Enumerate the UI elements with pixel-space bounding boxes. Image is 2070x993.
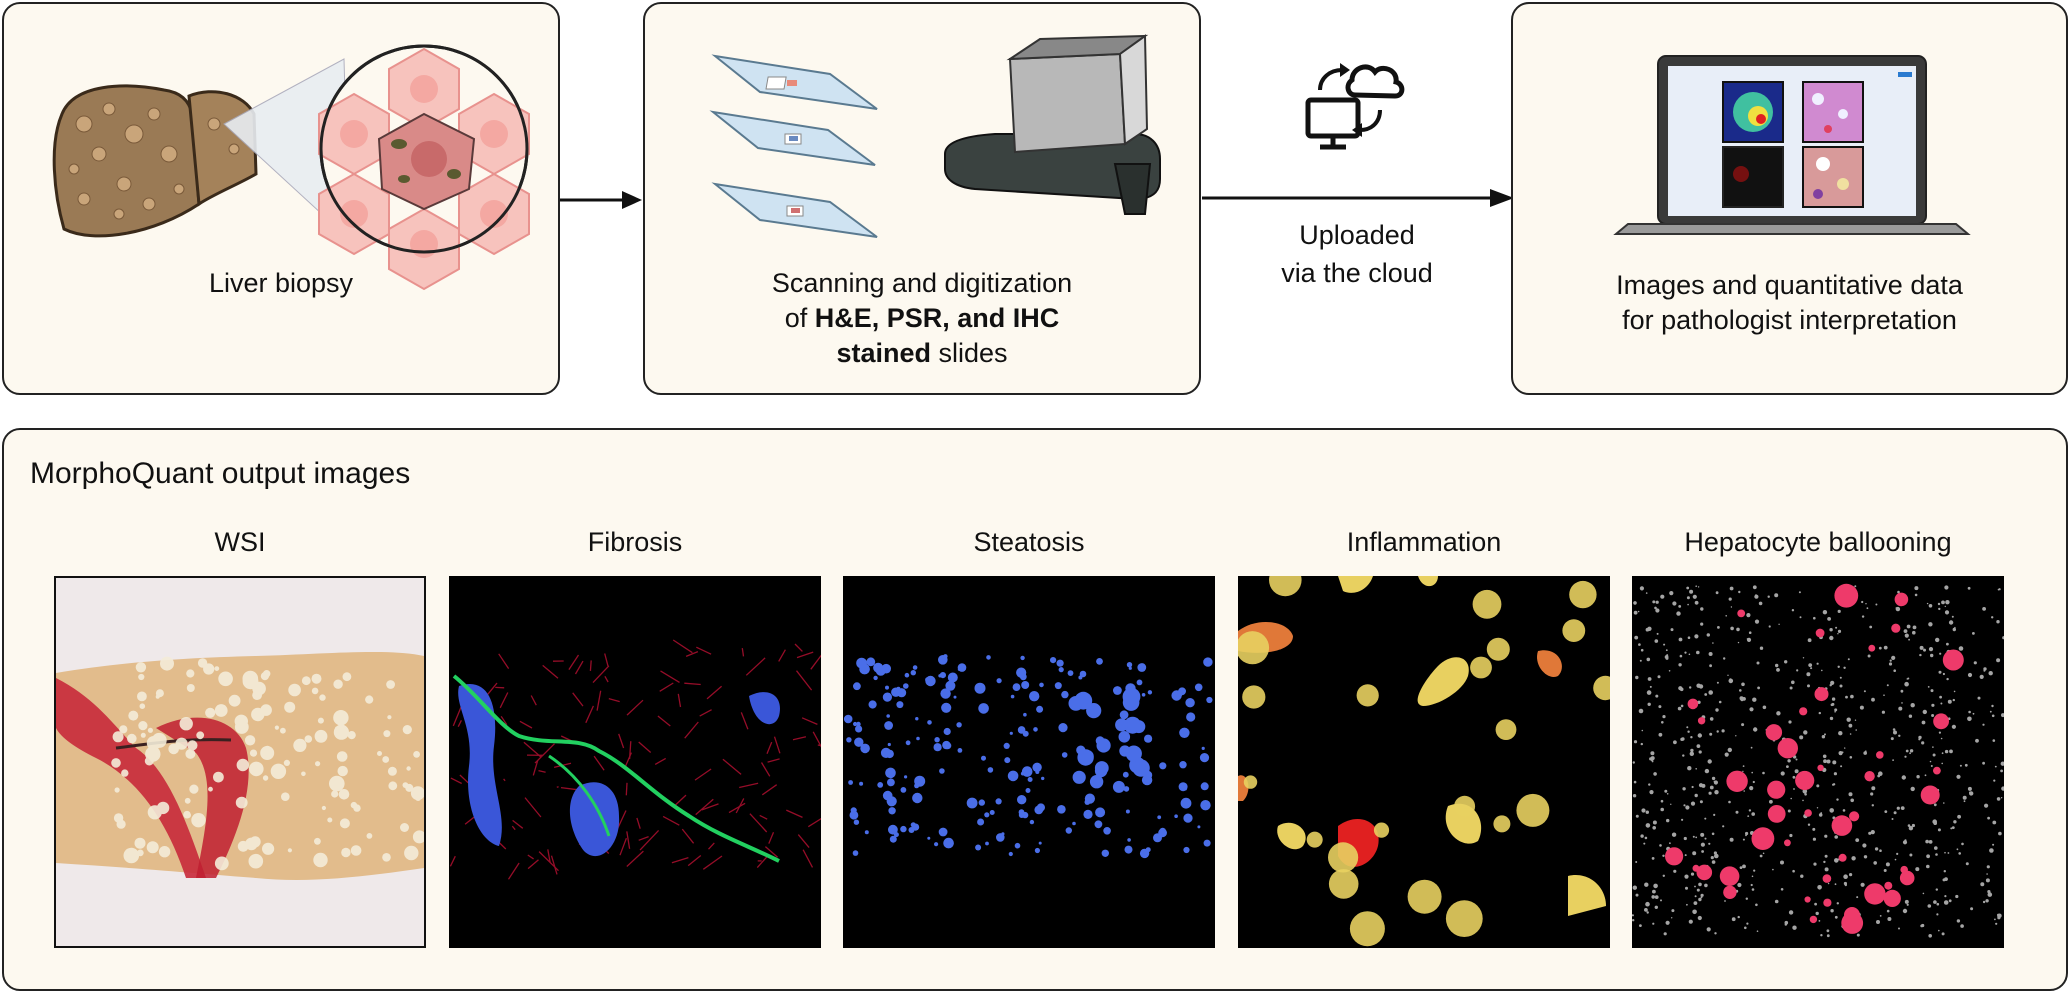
inflammation-small-foci — [1238, 576, 1610, 947]
ballooning-cells — [1665, 583, 1964, 934]
panel-label-inflammation: Inflammation — [1346, 527, 1502, 557]
steatosis-droplets — [843, 654, 1213, 859]
wsi-image — [54, 576, 426, 948]
wsi-fat-vacuoles — [111, 656, 424, 871]
inflammation-image — [1238, 576, 1610, 948]
arrow-biopsy-to-scanning — [560, 191, 642, 209]
panel-label-wsi: WSI — [214, 527, 266, 557]
fibrosis-image — [449, 576, 821, 948]
ballooning-image — [1632, 576, 2004, 948]
liver-biopsy-caption: Liver biopsy — [208, 268, 354, 298]
panel-label-fibrosis: Fibrosis — [587, 527, 683, 557]
review-caption-line2: for pathologist interpretation — [1622, 305, 1957, 335]
inflammation-foci — [1238, 576, 1606, 916]
review-box: Images and quantitative data for patholo… — [1511, 2, 2068, 395]
upload-caption-line2: via the cloud — [1281, 258, 1433, 288]
cloud-sync-icon — [1305, 63, 1405, 150]
scanning-box: Scanning and digitization of H&E, PSR, a… — [643, 2, 1201, 395]
review-caption-line1: Images and quantitative data — [1616, 270, 1963, 300]
liver-illustration — [52, 44, 530, 291]
ballooning-tissue-texture — [1632, 585, 2004, 938]
arrow-cloud-to-review — [1202, 189, 1514, 207]
scanning-caption-line1: Scanning and digitization — [771, 268, 1073, 298]
glass-slide-icon — [711, 54, 878, 110]
steatosis-image — [843, 576, 1215, 948]
laptop-illustration — [1613, 55, 1971, 235]
panel-label-steatosis: Steatosis — [973, 527, 1085, 557]
liver-biopsy-box: Liver biopsy — [2, 2, 560, 395]
scanner-illustration — [709, 34, 1161, 238]
scanning-caption-line2: of H&E, PSR, and IHC — [784, 303, 1060, 333]
scanning-caption-line3: stained slides — [836, 338, 1008, 368]
upload-caption-line1: Uploaded — [1299, 220, 1415, 250]
fibrosis-collagen-network — [449, 639, 821, 880]
panel-label-ballooning: Hepatocyte ballooning — [1684, 527, 1952, 557]
output-title: MorphoQuant output images — [30, 457, 411, 490]
